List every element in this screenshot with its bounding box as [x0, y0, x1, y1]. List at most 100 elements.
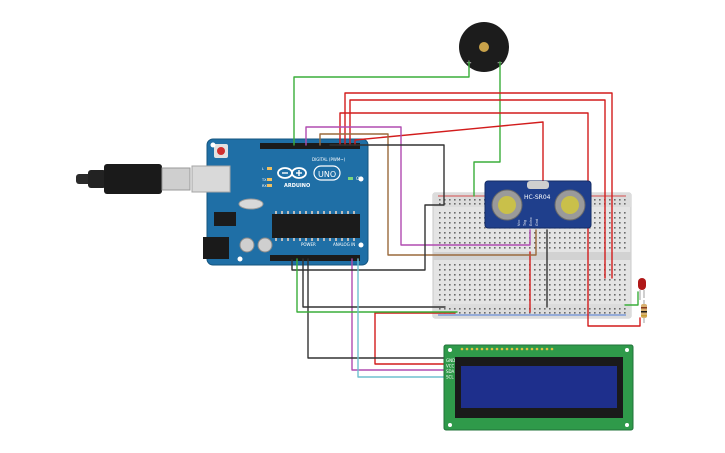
breadboard-hole — [439, 294, 441, 296]
red-led[interactable] — [638, 278, 646, 300]
power-label: POWER — [301, 242, 316, 247]
breadboard-hole — [599, 299, 601, 301]
breadboard-hole — [579, 237, 581, 239]
wire-magenta-2[interactable] — [351, 258, 447, 371]
breadboard-hole — [459, 203, 461, 205]
breadboard-hole — [504, 264, 506, 266]
breadboard-hole — [599, 289, 601, 291]
mount-hole — [358, 176, 364, 182]
breadboard-hole — [444, 279, 446, 281]
wire-cyan[interactable] — [357, 258, 447, 378]
breadboard-hole — [569, 279, 571, 281]
breadboard-hole — [624, 294, 626, 296]
wire-brown[interactable] — [319, 133, 537, 256]
breadboard-hole — [589, 312, 591, 314]
wire-magenta-1[interactable] — [305, 126, 531, 246]
lcd-header-pin — [510, 347, 514, 351]
breadboard-hole — [599, 269, 601, 271]
breadboard-hole — [514, 242, 516, 244]
breadboard-hole — [439, 203, 441, 205]
breadboard-hole — [494, 242, 496, 244]
breadboard-hole — [594, 264, 596, 266]
breadboard-hole — [554, 237, 556, 239]
breadboard-hole — [484, 264, 486, 266]
reset-button[interactable] — [217, 147, 225, 155]
breadboard-hole — [599, 308, 601, 310]
breadboard-hole — [604, 284, 606, 286]
breadboard-hole — [489, 232, 491, 234]
breadboard-hole — [579, 312, 581, 314]
wire-red-lcd[interactable] — [374, 312, 447, 365]
breadboard-hole — [609, 212, 611, 214]
breadboard-hole — [619, 222, 621, 224]
breadboard-hole — [539, 284, 541, 286]
breadboard-hole — [549, 299, 551, 301]
breadboard-hole — [459, 308, 461, 310]
breadboard-hole — [499, 269, 501, 271]
wire-green-led[interactable] — [624, 291, 639, 306]
breadboard-hole — [519, 247, 521, 249]
breadboard-hole — [514, 247, 516, 249]
breadboard-hole — [569, 294, 571, 296]
wire-red-4[interactable] — [354, 121, 544, 186]
breadboard-hole — [584, 284, 586, 286]
breadboard-hole — [559, 284, 561, 286]
resistor[interactable] — [641, 300, 647, 323]
wire-red-1[interactable] — [344, 92, 613, 279]
breadboard-hole — [609, 237, 611, 239]
breadboard-hole — [504, 237, 506, 239]
breadboard-hole — [479, 232, 481, 234]
breadboard-hole — [489, 289, 491, 291]
breadboard-hole — [579, 269, 581, 271]
breadboard-hole — [609, 274, 611, 276]
breadboard-hole — [464, 269, 466, 271]
breadboard-hole — [559, 242, 561, 244]
wire-black-2[interactable] — [307, 258, 447, 359]
breadboard-hole — [509, 299, 511, 301]
breadboard-hole — [594, 284, 596, 286]
breadboard-hole — [599, 312, 601, 314]
wire-red-2[interactable] — [349, 99, 606, 279]
breadboard-hole — [464, 222, 466, 224]
breadboard-hole — [514, 274, 516, 276]
breadboard-hole — [509, 312, 511, 314]
breadboard-hole — [479, 279, 481, 281]
breadboard-hole — [474, 299, 476, 301]
breadboard-hole — [559, 264, 561, 266]
breadboard-hole — [614, 289, 616, 291]
breadboard-hole — [624, 308, 626, 310]
breadboard-hole — [449, 247, 451, 249]
breadboard-hole — [489, 299, 491, 301]
breadboard-hole — [579, 247, 581, 249]
breadboard-hole — [529, 247, 531, 249]
breadboard-hole — [599, 279, 601, 281]
breadboard-hole — [469, 247, 471, 249]
piezo-buzzer[interactable]: + − — [459, 22, 509, 72]
chip-pin — [287, 238, 289, 241]
breadboard-hole — [554, 242, 556, 244]
breadboard-hole — [594, 227, 596, 229]
wire-black-4[interactable] — [302, 258, 446, 308]
breadboard-hole — [479, 247, 481, 249]
breadboard-hole — [469, 217, 471, 219]
breadboard-hole — [619, 227, 621, 229]
breadboard-hole — [514, 308, 516, 310]
breadboard-hole — [474, 242, 476, 244]
breadboard-hole — [509, 289, 511, 291]
wire-black-1[interactable] — [291, 144, 445, 271]
breadboard-hole — [554, 312, 556, 314]
breadboard-hole — [539, 237, 541, 239]
breadboard-hole — [599, 222, 601, 224]
wire-green-lower[interactable] — [296, 258, 458, 313]
breadboard-hole — [549, 264, 551, 266]
breadboard-hole — [564, 274, 566, 276]
breadboard-hole — [519, 289, 521, 291]
breadboard-hole — [439, 217, 441, 219]
wire-buzzer-plus[interactable] — [293, 61, 470, 146]
breadboard-hole — [579, 264, 581, 266]
arduino-uno-board[interactable]: ARDUINO UNO DIGITAL (PWM~) POWER ANALOG … — [76, 138, 369, 266]
capacitor-1 — [239, 237, 255, 253]
wire-buzzer-minus[interactable] — [473, 61, 501, 197]
